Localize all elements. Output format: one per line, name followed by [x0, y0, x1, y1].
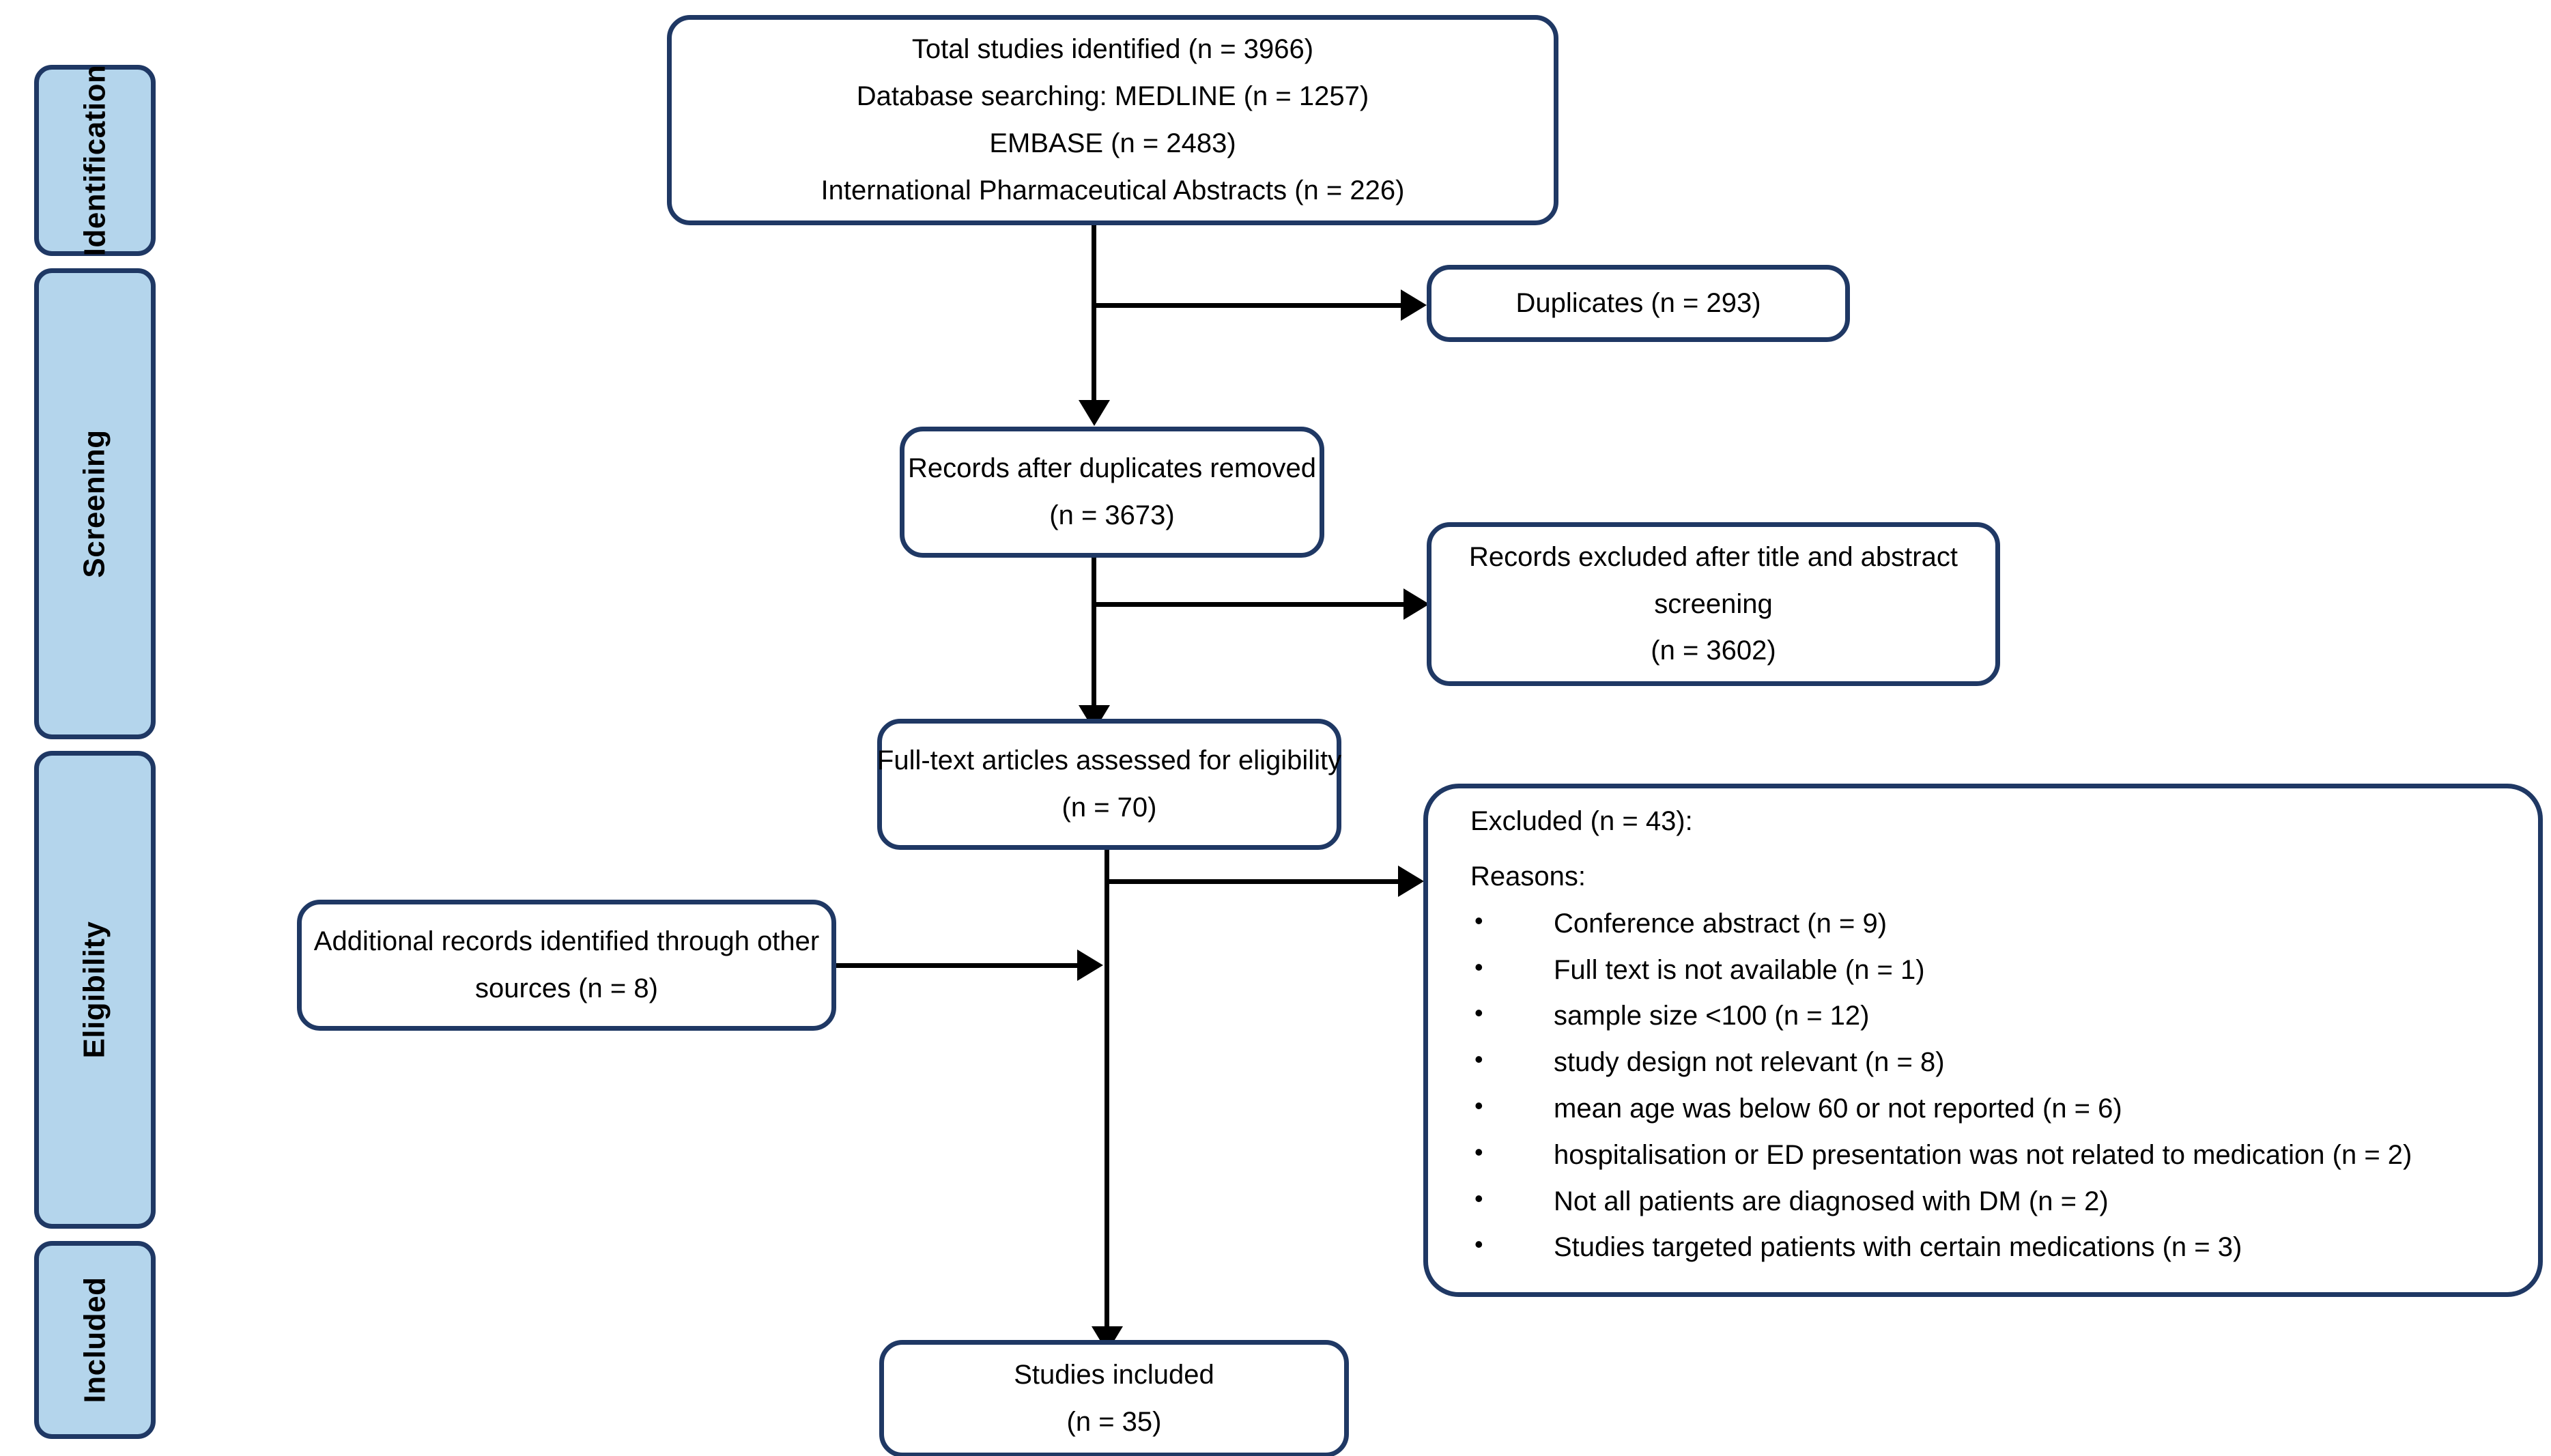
excluded-screening-line-2: screening: [1654, 588, 1773, 619]
stage-included-label: Included: [78, 1276, 111, 1403]
arrow-right-to-records-excluded: [1403, 588, 1429, 620]
list-item: study design not relevant (n = 8): [1470, 1042, 2538, 1082]
excluded-screening-line-1: Records excluded after title and abstrac…: [1469, 541, 1958, 572]
list-item: Conference abstract (n = 9): [1470, 903, 2538, 943]
excluded-subheading: Reasons:: [1470, 861, 1586, 891]
excluded-screening-line-3: (n = 3602): [1651, 636, 1776, 666]
list-item: mean age was below 60 or not reported (n…: [1470, 1088, 2538, 1128]
stage-included: Included: [34, 1241, 156, 1439]
list-item: Studies targeted patients with certain m…: [1470, 1227, 2538, 1267]
list-item: Full text is not available (n = 1): [1470, 950, 2538, 990]
connector-identified-to-after-duplicates: [1092, 225, 1096, 401]
list-item: Not all patients are diagnosed with DM (…: [1470, 1181, 2538, 1221]
stage-identification: Identification: [34, 65, 156, 256]
after-duplicates-line-2: (n = 3673): [1049, 500, 1175, 530]
connector-additional-records-to-trunk: [836, 963, 1079, 968]
additional-records-line-2: sources (n = 8): [475, 973, 658, 1003]
included-line-2: (n = 35): [1066, 1407, 1162, 1437]
arrow-right-to-excluded-detail: [1398, 866, 1424, 897]
connector-after-duplicates-to-fulltext: [1092, 558, 1096, 706]
node-duplicates: Duplicates (n = 293): [1427, 265, 1850, 342]
stage-screening-label: Screening: [78, 429, 111, 578]
identified-line-4: International Pharmaceutical Abstracts (…: [821, 175, 1405, 205]
connector-fulltext-to-included: [1105, 850, 1109, 1328]
node-records-excluded-screening: Records excluded after title and abstrac…: [1427, 522, 2000, 686]
excluded-heading: Excluded (n = 43):: [1470, 805, 1693, 836]
fulltext-line-2: (n = 70): [1061, 793, 1157, 823]
node-studies-included: Studies included (n = 35): [879, 1340, 1349, 1456]
included-line-1: Studies included: [1014, 1360, 1214, 1390]
additional-records-line-1: Additional records identified through ot…: [313, 926, 820, 957]
duplicates-line-1: Duplicates (n = 293): [1515, 288, 1761, 319]
arrow-down-to-after-duplicates: [1079, 400, 1110, 426]
stage-identification-label: Identification: [78, 64, 111, 257]
node-records-after-duplicates: Records after duplicates removed (n = 36…: [900, 427, 1324, 558]
connector-to-duplicates: [1092, 303, 1404, 308]
node-additional-records: Additional records identified through ot…: [297, 900, 836, 1031]
list-item: sample size <100 (n = 12): [1470, 995, 2538, 1036]
node-excluded-reasons: Excluded (n = 43): Reasons: Conference a…: [1423, 784, 2543, 1297]
stage-eligibility: Eligibility: [34, 751, 156, 1229]
stage-screening: Screening: [34, 268, 156, 739]
node-studies-identified: Total studies identified (n = 3966) Data…: [667, 15, 1558, 225]
identified-line-3: EMBASE (n = 2483): [989, 128, 1236, 158]
arrow-right-additional-records-to-trunk: [1077, 950, 1103, 981]
connector-to-records-excluded: [1092, 602, 1412, 607]
arrow-right-to-duplicates: [1401, 289, 1427, 321]
list-item: hospitalisation or ED presentation was n…: [1470, 1134, 2538, 1175]
excluded-reasons-list: Conference abstract (n = 9) Full text is…: [1470, 903, 2538, 1274]
after-duplicates-line-1: Records after duplicates removed: [907, 453, 1317, 484]
node-fulltext-assessed: Full-text articles assessed for eligibil…: [877, 719, 1341, 850]
connector-to-excluded-detail: [1105, 879, 1401, 884]
fulltext-line-1: Full-text articles assessed for eligibil…: [877, 745, 1342, 776]
stage-eligibility-label: Eligibility: [78, 921, 112, 1059]
identified-line-2: Database searching: MEDLINE (n = 1257): [856, 81, 1369, 112]
identified-line-1: Total studies identified (n = 3966): [911, 34, 1314, 65]
